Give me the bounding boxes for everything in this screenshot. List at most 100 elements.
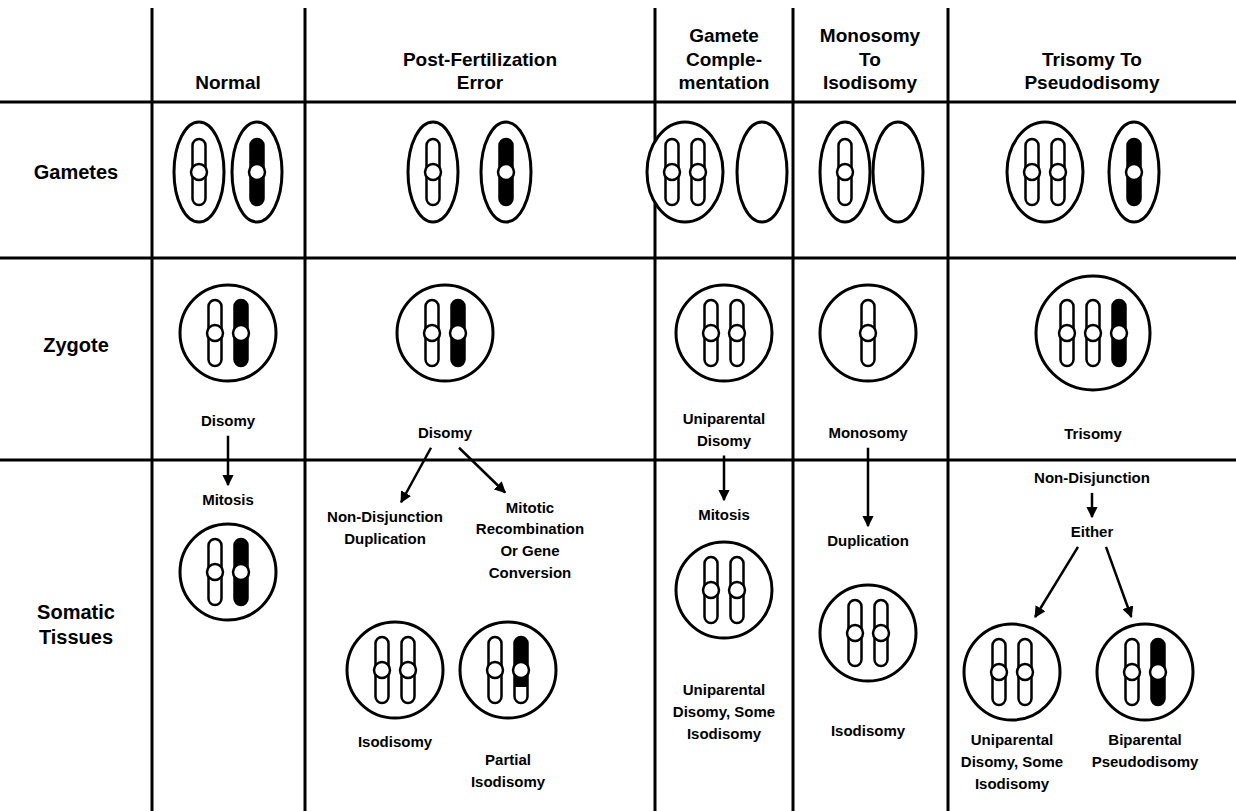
- chromosome-white: [1050, 139, 1066, 205]
- step-text: Non-Disjunction: [1017, 467, 1167, 489]
- column-divider: [654, 8, 657, 811]
- row-divider: [0, 257, 1236, 260]
- cell-outline: [344, 619, 446, 721]
- chromosomes: [191, 139, 1166, 705]
- arrow-connector: [459, 448, 505, 493]
- cell-caption: Monosomy: [813, 422, 923, 444]
- cell-circle: Isodisomy: [344, 619, 446, 753]
- step-text: Mitotic Recombination Or Gene Conversion: [468, 497, 593, 584]
- row-heading: Gametes: [11, 160, 141, 185]
- cell-outline-circle: [460, 622, 556, 718]
- chromosome-white: [425, 139, 441, 205]
- cell-caption: Isodisomy: [818, 720, 918, 742]
- column-heading: Gamete Comple- mentation: [674, 24, 774, 95]
- cell-outline-circle: [820, 585, 916, 681]
- arrow-connector: [401, 448, 431, 503]
- cell-caption: Uniparental Disomy: [669, 408, 779, 452]
- arrow-connector: [227, 436, 230, 485]
- chromosome-black: [450, 300, 466, 366]
- chromosome-white: [1024, 139, 1040, 205]
- arrow-connector: [723, 456, 726, 501]
- cell-circle: Uniparental Disomy, Some Isodisomy: [668, 539, 780, 744]
- chromosome-white: [191, 139, 207, 205]
- chromosome-black: [1126, 139, 1142, 205]
- arrow-connector: [1106, 547, 1131, 617]
- chromosome-white: [374, 637, 390, 703]
- step-text: Mitosis: [679, 504, 769, 526]
- cell-outline: [457, 619, 559, 721]
- gamete-oval: [174, 122, 224, 222]
- step-text: Mitosis: [183, 489, 273, 511]
- cell-outline-circle: [1097, 624, 1193, 720]
- chromosome-white: [1124, 639, 1140, 705]
- chromosome-white: [207, 539, 223, 605]
- step-label: Non-Disjunction Duplication: [313, 506, 458, 550]
- cell-caption: Disomy: [183, 410, 273, 432]
- gametes: [174, 122, 1159, 222]
- chromosome-white: [703, 300, 719, 366]
- chromosome-white: [487, 637, 503, 703]
- step-text: Non-Disjunction Duplication: [313, 506, 458, 550]
- cell-caption: Isodisomy: [345, 731, 445, 753]
- gamete-oval: [820, 122, 870, 222]
- chromosome-white: [1085, 300, 1101, 366]
- column-divider: [151, 8, 154, 811]
- row-divider: [0, 459, 1236, 462]
- step-label: Duplication: [813, 530, 923, 552]
- arrow-connector: [1035, 547, 1078, 617]
- cell-outline: [1094, 621, 1196, 723]
- chromosome-black: [233, 539, 249, 605]
- step-text: Either: [1057, 521, 1127, 543]
- cell-outline-circle: [180, 285, 276, 381]
- cell-outline-circle: [1036, 276, 1150, 390]
- cell-caption: Biparental Pseudodisomy: [1088, 729, 1203, 773]
- chromosome-white: [991, 639, 1007, 705]
- cell-caption: Trisomy: [1048, 423, 1138, 445]
- column-heading: Monosomy To Isodisomy: [814, 24, 926, 95]
- cell-outline: [961, 621, 1063, 723]
- step-label: Mitosis: [183, 489, 273, 511]
- gamete-oval: [1007, 122, 1083, 222]
- arrow-connector: [1091, 493, 1094, 517]
- cell-outline-circle: [347, 622, 443, 718]
- gamete-oval: [873, 122, 923, 222]
- cell-circle: Isodisomy: [817, 582, 919, 742]
- chromosome-white: [424, 300, 440, 366]
- chromosome-white: [729, 300, 745, 366]
- cell-outline: [1033, 273, 1153, 393]
- chromosome-white: [860, 300, 876, 366]
- chromosome-black: [1150, 639, 1166, 705]
- cell-circle: Monosomy: [813, 282, 923, 444]
- column-heading: Trisomy To Pseudodisomy: [1005, 48, 1180, 96]
- gamete-oval: [408, 122, 458, 222]
- cell-caption: Partial Isodisomy: [463, 749, 553, 793]
- cell-outline-circle: [964, 624, 1060, 720]
- cell-outline: [817, 582, 919, 684]
- chromosome-partial: [513, 635, 529, 705]
- chromosome-white: [1059, 300, 1075, 366]
- chromosome-white: [400, 637, 416, 703]
- cell-circle: [180, 524, 276, 620]
- cell-outline-circle: [676, 285, 772, 381]
- cell-outline-circle: [397, 285, 493, 381]
- chromosome-black: [1111, 300, 1127, 366]
- gamete-oval: [1109, 122, 1159, 222]
- chromosome-black: [249, 139, 265, 205]
- gamete-oval: [481, 122, 531, 222]
- chromosome-white: [729, 557, 745, 623]
- cell-outline: [177, 282, 279, 384]
- cell-outline: [394, 282, 496, 384]
- gamete-oval: [647, 122, 723, 222]
- chromosome-white: [207, 300, 223, 366]
- cell-outline-circle: [676, 542, 772, 638]
- cell-caption: Uniparental Disomy, Some Isodisomy: [956, 729, 1068, 794]
- row-heading: Zygote: [11, 333, 141, 358]
- chromosome-white: [837, 139, 853, 205]
- column-divider: [792, 8, 795, 811]
- step-label: Either: [1057, 521, 1127, 543]
- column-divider: [947, 8, 950, 811]
- cell-outline-circle: [820, 285, 916, 381]
- chromosome-white: [847, 600, 863, 666]
- cell-circle: Biparental Pseudodisomy: [1088, 621, 1203, 773]
